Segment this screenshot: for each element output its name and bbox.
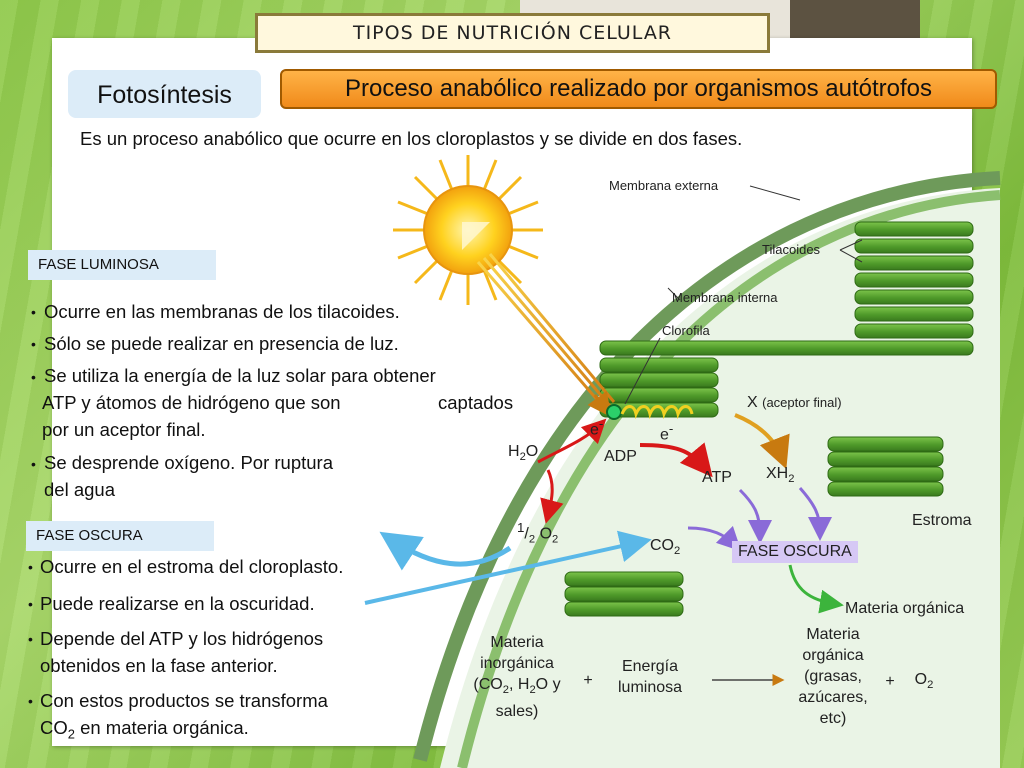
page-title: TIPOS DE NUTRICIÓN CELULAR	[255, 13, 770, 53]
phase-dark-label: FASE OSCURA	[26, 521, 214, 551]
dark-bullet-2: Puede realizarse en la oscuridad.	[40, 593, 315, 614]
label-electron-1: e-	[590, 416, 604, 439]
equation-plus-2: +	[885, 673, 895, 690]
arrow-water-to-chain	[537, 418, 607, 464]
light-bullet-3a: Se utiliza la energía de la luz solar pa…	[44, 365, 436, 386]
label-tilacoides: Tilacoides	[762, 242, 821, 257]
label-materia-organica: Materia orgánica	[845, 600, 965, 617]
arrow-to-acceptor	[734, 413, 790, 470]
equation-plus-1: +	[583, 672, 593, 689]
equation-product-2: O2	[914, 671, 934, 692]
label-co2: CO2	[650, 537, 681, 558]
light-beams	[476, 253, 616, 411]
topic-label: Fotosíntesis	[68, 70, 261, 118]
leader-clorofila	[624, 337, 661, 405]
dark-bullet-4a: Con estos productos se transforma	[40, 690, 328, 711]
intro-text: Es un proceso anabólico que ocurre en lo…	[80, 128, 743, 149]
dark-bullet-4b: CO2 en materia orgánica.	[40, 717, 249, 742]
label-membrana-externa: Membrana externa	[609, 178, 719, 193]
label-xh2: XH2	[766, 465, 795, 486]
light-bullet-4b: del agua	[44, 479, 115, 500]
chlorophyll-icon	[606, 404, 622, 420]
leader-tilacoides	[839, 239, 863, 263]
electron-chain	[620, 405, 694, 420]
arrow-oxygen-out	[379, 531, 512, 571]
arrow-co2-in	[364, 530, 652, 605]
dark-bullet-1: Ocurre en el estroma del cloroplasto.	[40, 556, 344, 577]
light-bullet-4a: Se desprende oxígeno. Por ruptura	[44, 452, 333, 473]
arrow-atp-to-dark	[738, 488, 772, 544]
thylakoid-stack-right	[827, 436, 944, 497]
light-bullet-3c: captados	[438, 392, 514, 413]
inner-membrane	[457, 190, 1001, 768]
dark-bullet-3b: obtenidos en la fase anterior.	[40, 655, 278, 676]
label-clorofila: Clorofila	[662, 323, 710, 338]
arrow-water-to-oxygen	[540, 469, 564, 524]
thylakoid-stack-lower	[564, 571, 684, 617]
arrow-dark-to-organic	[788, 564, 844, 614]
equation-reactant-1: Materia inorgánica (CO2, H2O y sales)	[473, 634, 561, 721]
label-electron-2: e-	[660, 421, 674, 444]
subtitle-banner: Proceso anabólico realizado por organism…	[280, 69, 997, 109]
sun-icon	[393, 155, 543, 305]
outer-membrane	[413, 171, 1001, 762]
arrow-adp-atp	[639, 442, 713, 478]
label-estroma: Estroma	[912, 512, 972, 529]
label-fase-oscura-box: FASE OSCURA	[732, 541, 858, 563]
label-half-oxygen: 1/2 O2	[517, 520, 559, 546]
light-bullet-2: Sólo se puede realizar en presencia de l…	[44, 333, 399, 354]
leader-membrana-externa	[749, 185, 801, 201]
deco-block-dark	[790, 0, 920, 40]
light-bullet-3d: por un aceptor final.	[42, 419, 206, 440]
dark-bullet-3a: Depende del ATP y los hidrógenos	[40, 628, 324, 649]
arrow-xh2-to-dark	[798, 487, 832, 541]
label-adp: ADP	[604, 448, 637, 465]
label-acceptor: X (aceptor final)	[747, 394, 842, 411]
label-atp: ATP	[702, 469, 732, 486]
light-bullet-3b: ATP y átomos de hidrógeno que son	[42, 392, 341, 413]
equation-reactant-2: Energía luminosa	[617, 658, 683, 696]
label-water: H2O	[508, 443, 539, 464]
equation-product-1: Materia orgánica (grasas, azúcares, etc)	[798, 626, 868, 727]
label-membrana-interna: Membrana interna	[672, 290, 778, 305]
beam-arrow	[587, 390, 612, 418]
phase-light-label: FASE LUMINOSA	[28, 250, 216, 280]
light-bullet-1: Ocurre en las membranas de los tilacoide…	[44, 301, 400, 322]
leader-membrana-interna	[667, 287, 681, 301]
